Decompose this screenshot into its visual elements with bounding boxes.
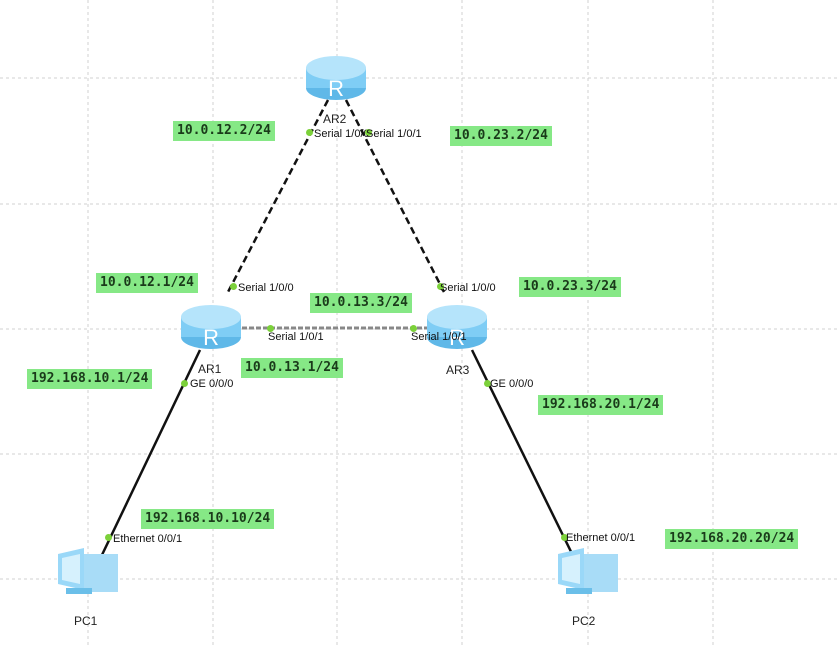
ip-label-ar3-ge[interactable]: 192.168.20.1/24 — [538, 395, 664, 415]
port-dot — [365, 129, 372, 136]
device-label-ar1: AR1 — [198, 362, 222, 376]
port-dot — [181, 380, 188, 387]
ip-label-pc2[interactable]: 192.168.20.20/24 — [665, 529, 799, 549]
port-ar2-serial-1-0-1: Serial 1/0/1 — [366, 128, 422, 140]
ip-label-ar3-s101[interactable]: 10.0.13.3/24 — [310, 293, 412, 313]
pc1-icon[interactable] — [58, 548, 118, 594]
ip-label-ar1-s101[interactable]: 10.0.13.1/24 — [241, 358, 343, 378]
port-dot — [410, 325, 417, 332]
svg-text:R: R — [203, 325, 219, 350]
port-dot — [230, 283, 237, 290]
svg-text:R: R — [328, 76, 344, 101]
router-ar3-icon[interactable]: R — [427, 305, 487, 350]
router-ar1-icon[interactable]: R — [181, 305, 241, 350]
ip-label-ar1-ge[interactable]: 192.168.10.1/24 — [27, 369, 153, 389]
ip-label-ar3-s100[interactable]: 10.0.23.3/24 — [519, 277, 621, 297]
ip-label-pc1[interactable]: 192.168.10.10/24 — [141, 509, 275, 529]
port-ar1-ge-0-0-0: GE 0/0/0 — [190, 378, 234, 390]
link-ar1-pc1[interactable] — [88, 349, 202, 581]
port-ar3-ge-0-0-0: GE 0/0/0 — [490, 378, 534, 390]
ip-label-ar2-s101[interactable]: 10.0.23.2/24 — [450, 126, 552, 146]
device-label-pc1: PC1 — [74, 614, 98, 628]
port-ar2-serial-1-0-0: Serial 1/0/0 — [314, 128, 370, 140]
port-ar1-serial-1-0-0: Serial 1/0/0 — [238, 282, 294, 294]
device-label-ar2: AR2 — [323, 112, 347, 126]
port-ar3-serial-1-0-0: Serial 1/0/0 — [440, 282, 496, 294]
ip-label-ar2-s100[interactable]: 10.0.12.2/24 — [173, 121, 275, 141]
port-dot — [105, 534, 112, 541]
port-dot — [484, 380, 491, 387]
port-dot — [306, 129, 313, 136]
svg-text:R: R — [449, 325, 465, 350]
port-ar3-serial-1-0-1: Serial 1/0/1 — [411, 331, 467, 343]
port-dot — [561, 534, 568, 541]
port-ar1-serial-1-0-1: Serial 1/0/1 — [268, 331, 324, 343]
router-ar2-icon[interactable]: R — [306, 56, 366, 101]
port-dot — [437, 283, 444, 290]
ip-label-ar1-s100[interactable]: 10.0.12.1/24 — [96, 273, 198, 293]
device-label-pc2: PC2 — [572, 614, 596, 628]
pc2-icon[interactable] — [558, 548, 618, 594]
device-label-ar3: AR3 — [446, 363, 470, 377]
port-pc2-ethernet-0-0-1: Ethernet 0/0/1 — [566, 532, 636, 544]
port-pc1-ethernet-0-0-1: Ethernet 0/0/1 — [113, 533, 183, 545]
link-ar2-ar3[interactable] — [344, 99, 446, 293]
port-dot — [267, 325, 274, 332]
link-ar3-pc2[interactable] — [470, 349, 582, 571]
